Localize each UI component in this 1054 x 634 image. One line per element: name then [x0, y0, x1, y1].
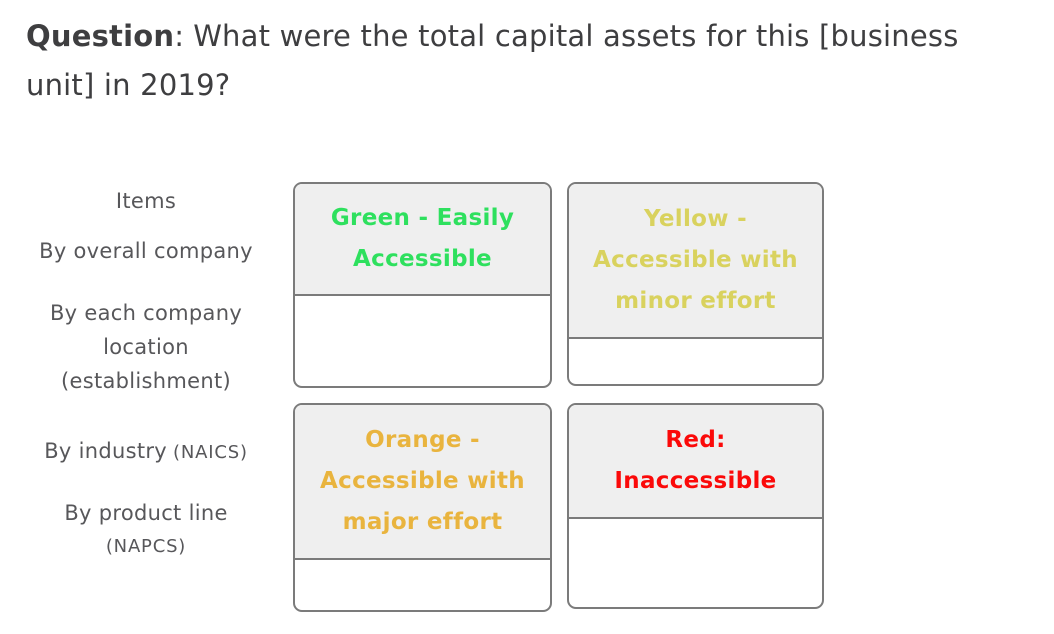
row-label-product-line-napcs: By product line (NAPCS) — [0, 496, 292, 564]
row-label-company-location-line1: By each company — [49, 301, 243, 325]
cell-red-inaccessible: Red: Inaccessible — [567, 403, 824, 609]
question-line-1: Question:What were the total capital ass… — [26, 12, 1041, 61]
cell-orange-accessible-major-effort: Orange - Accessible with major effort — [293, 403, 552, 612]
cell-yellow-text-line1: Yellow - — [644, 206, 747, 232]
cell-yellow-text-line3: minor effort — [615, 288, 776, 314]
cell-red-text-line2: Inaccessible — [614, 468, 777, 494]
cell-red-header: Red: Inaccessible — [569, 405, 822, 519]
question-label: Question — [26, 19, 175, 53]
row-label-company-location: By each company location (establishment) — [0, 296, 292, 398]
question-line-2: unit] in 2019? — [26, 61, 1041, 110]
cell-green-header: Green - Easily Accessible — [295, 184, 550, 296]
cell-green-text-line1: Green - Easily — [330, 205, 515, 231]
question-colon: : — [174, 19, 185, 53]
question-text-line1: What were the total capital assets for t… — [193, 19, 959, 53]
question-text-line2: unit] in 2019? — [26, 68, 231, 102]
row-label-overall-company: By overall company — [39, 239, 253, 263]
question-heading: Question:What were the total capital ass… — [26, 12, 1041, 110]
naics-acronym: (NAICS) — [173, 442, 248, 463]
industry-label-text: By industry — [44, 439, 168, 463]
cell-yellow-accessible-minor-effort: Yellow - Accessible with minor effort — [567, 182, 824, 386]
row-label-industry-naics: By industry(NAICS) — [0, 434, 292, 470]
cell-green-easily-accessible: Green - Easily Accessible — [293, 182, 552, 388]
cell-orange-text-line3: major effort — [342, 509, 503, 535]
cell-yellow-text-line2: Accessible with — [593, 247, 798, 273]
napcs-acronym: (NAPCS) — [105, 536, 187, 557]
cell-red-text-line1: Red: — [665, 427, 726, 453]
cell-yellow-header: Yellow - Accessible with minor effort — [569, 184, 822, 339]
cell-green-text-line2: Accessible — [353, 246, 492, 272]
row-label-items: Items — [115, 189, 177, 213]
cell-orange-text-line2: Accessible with — [320, 468, 525, 494]
row-label-company-location-line3: (establishment) — [60, 369, 232, 393]
product-line-label-text: By product line — [64, 501, 228, 525]
row-label-company-location-line2: location — [103, 335, 189, 359]
cell-orange-header: Orange - Accessible with major effort — [295, 405, 550, 560]
cell-orange-text-line1: Orange - — [365, 427, 480, 453]
